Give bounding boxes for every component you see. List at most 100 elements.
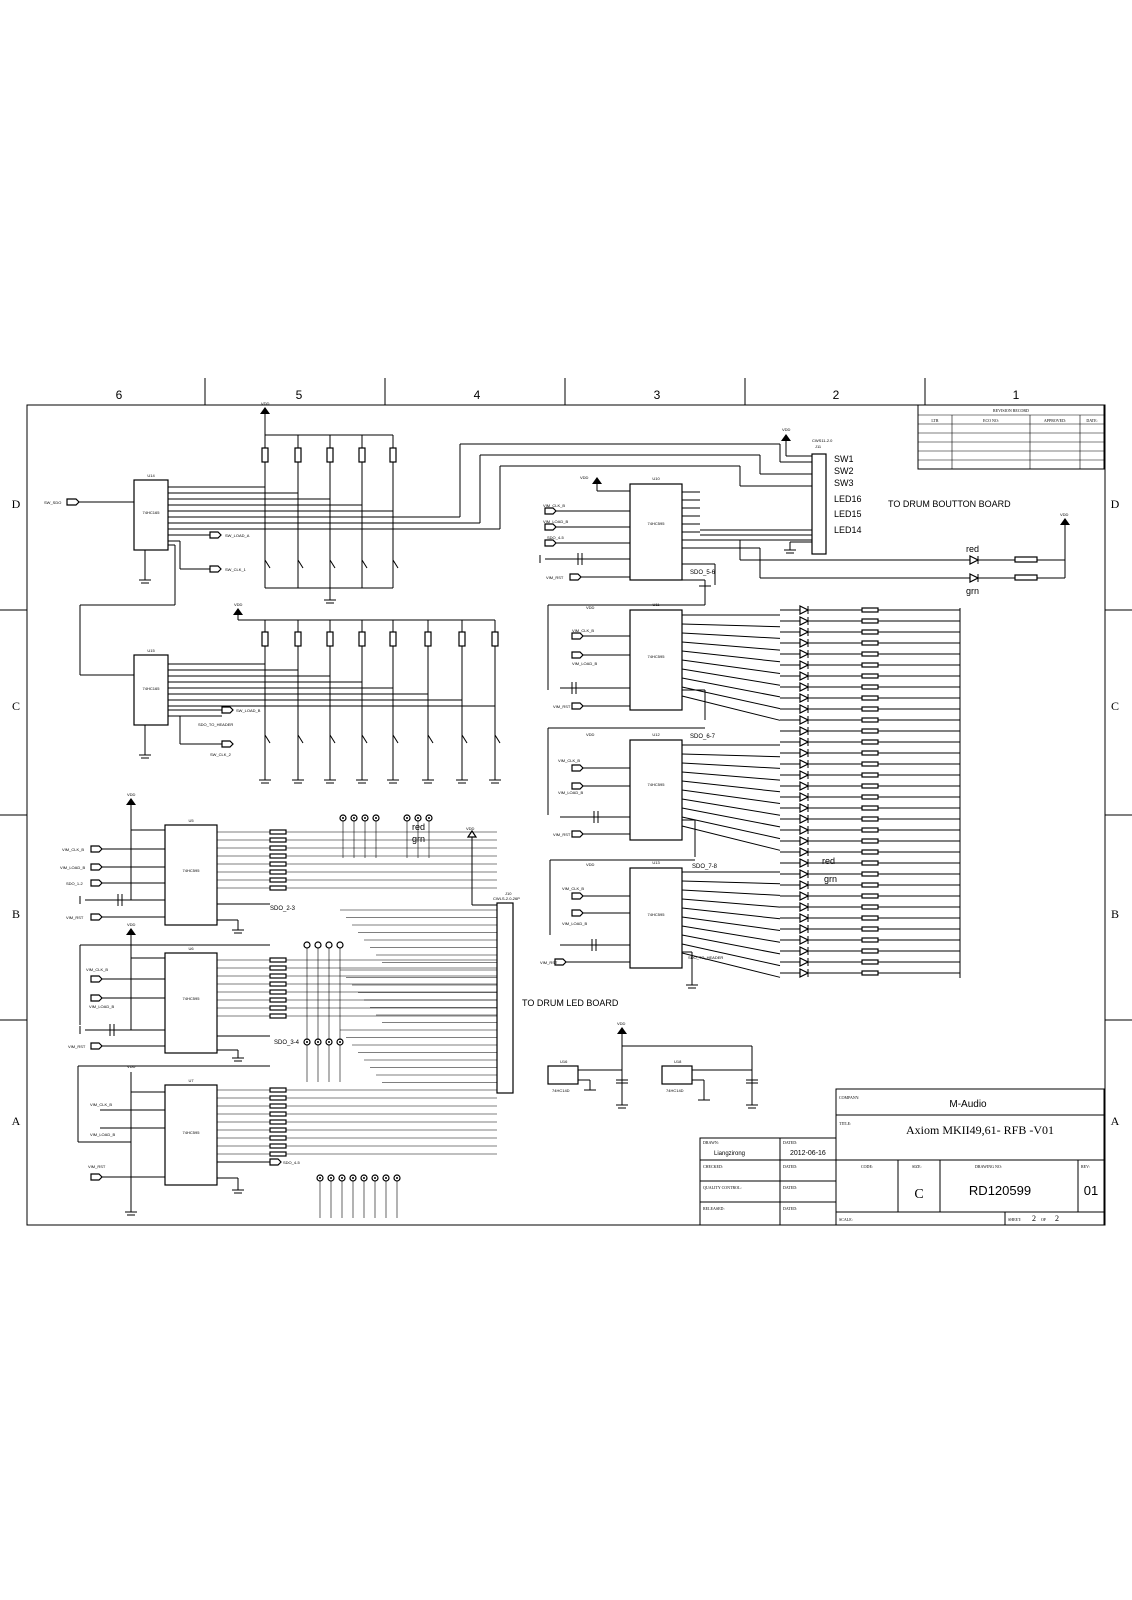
led-row <box>780 968 960 978</box>
test-point <box>338 1174 346 1218</box>
svg-text:74HC595: 74HC595 <box>648 654 666 659</box>
u5-chip <box>164 824 218 926</box>
resistor-row <box>217 973 497 979</box>
led-row <box>780 836 960 846</box>
svg-text:VIM_CLK_B: VIM_CLK_B <box>90 1102 112 1107</box>
u16-block: U16 74HC14D VDD <box>547 1021 752 1109</box>
released-label: RELEASED: <box>703 1206 725 1211</box>
test-point <box>371 1174 379 1218</box>
scale-label: SCALE: <box>839 1217 853 1222</box>
led-row <box>780 869 960 879</box>
resistor-row <box>217 989 497 995</box>
j10-wiring <box>340 909 497 1083</box>
svg-text:SW_CLK_2: SW_CLK_2 <box>210 752 232 757</box>
company-name: M-Audio <box>949 1099 987 1110</box>
svg-text:SW_CLK_1: SW_CLK_1 <box>225 567 247 572</box>
led-color-red-d: red <box>966 544 979 554</box>
led-row <box>780 891 960 901</box>
u15-chip <box>133 654 169 726</box>
note-drum-button-board: TO DRUM BOUTTON BOARD <box>888 499 1011 509</box>
rev-header-approved: APPROVED: <box>1044 418 1066 423</box>
drawing-title: Axiom MKII49,61- RFB -V01 <box>906 1123 1054 1137</box>
u7-block: VDD U7 74HC595 VIM_CLK_B VIM_LOAD_B VIM_… <box>77 1064 300 1216</box>
svg-text:U18: U18 <box>674 1059 682 1064</box>
svg-text:74HC595: 74HC595 <box>183 996 201 1001</box>
zone-row-b-right: B <box>1111 907 1119 921</box>
resistor-row <box>217 861 497 867</box>
u11-chip <box>629 609 683 711</box>
qc-label: QUALITY CONTROL: <box>703 1185 742 1190</box>
test-point <box>382 1174 390 1218</box>
led-color-grn-b: grn <box>824 874 837 884</box>
test-point <box>327 1174 335 1218</box>
u12-chip <box>629 739 683 841</box>
svg-text:VIM_LOAD_B: VIM_LOAD_B <box>89 1004 114 1009</box>
svg-text:VDD: VDD <box>586 732 595 737</box>
svg-text:VDD: VDD <box>466 826 475 831</box>
led-row <box>780 924 960 934</box>
led-pair-d: VDD red grn <box>960 512 1070 596</box>
revision-record: REVISION RECORD LTR ECO NO: APPROVED: DA… <box>917 404 1105 470</box>
revision: 01 <box>1084 1183 1098 1198</box>
size-label: SIZE: <box>912 1164 922 1169</box>
mid-pullup-switch-array: VDD <box>233 602 501 784</box>
led-row <box>780 660 960 670</box>
svg-text:U13: U13 <box>652 860 660 865</box>
u13-block: VDD U13 74HC595 VIM_CLK_B VIM_LOAD_B VIM… <box>540 859 723 989</box>
svg-text:VIM_LOAD_B: VIM_LOAD_B <box>562 921 587 926</box>
led-row <box>780 957 960 967</box>
svg-text:74HC595: 74HC595 <box>648 782 666 787</box>
led-color-grn-d: grn <box>966 586 979 596</box>
svg-text:VIM_RST: VIM_RST <box>546 575 564 580</box>
led-row <box>780 638 960 648</box>
svg-text:VIM_RST: VIM_RST <box>66 915 84 920</box>
svg-text:U7: U7 <box>188 1078 194 1083</box>
led-row <box>780 781 960 791</box>
drawn-by: Liangzirong <box>714 1151 745 1157</box>
u18-block: U18 74HC14D <box>661 1046 758 1109</box>
zone-col-5: 5 <box>296 388 303 402</box>
released-date-label: DATED: <box>783 1206 797 1211</box>
connector-j10: CWLS-2.0-26P J10 VDD <box>466 826 520 1094</box>
led-array <box>681 605 960 978</box>
test-point <box>316 1174 324 1218</box>
test-point <box>336 1038 344 1082</box>
test-point <box>360 1174 368 1218</box>
test-point <box>393 1174 401 1218</box>
svg-text:SW_LOAD_B: SW_LOAD_B <box>236 708 261 713</box>
svg-text:VIM_LOAD_B: VIM_LOAD_B <box>90 1132 115 1137</box>
svg-text:SDO_6-7: SDO_6-7 <box>690 734 716 740</box>
led-row <box>780 935 960 945</box>
sheet-total: 2 <box>1055 1214 1059 1223</box>
led-row <box>780 880 960 890</box>
led-row <box>780 704 960 714</box>
u13-chip <box>629 867 683 969</box>
svg-text:VDD: VDD <box>782 427 791 432</box>
u6-block: VDD U6 74HC595 VIM_CLK_B VIM_LOAD_B VIM_… <box>68 922 300 1062</box>
rev-header-date: DATE: <box>1086 418 1097 423</box>
drawn-date-label: DATED: <box>783 1140 797 1145</box>
svg-text:VIM_RST: VIM_RST <box>68 1044 86 1049</box>
svg-text:U15: U15 <box>147 648 155 653</box>
svg-text:VIM_CLK_B: VIM_CLK_B <box>86 967 108 972</box>
test-point-rows <box>303 814 433 1218</box>
resistor-row <box>217 957 497 963</box>
test-point <box>325 941 333 1040</box>
led-row <box>780 759 960 769</box>
svg-text:VIM_LOAD_B: VIM_LOAD_B <box>558 790 583 795</box>
zone-row-b-left: B <box>12 907 20 921</box>
title-block: COMPANY: M-Audio TITLE: Axiom MKII49,61-… <box>699 1088 1105 1226</box>
sheet-size: C <box>914 1187 923 1202</box>
zone-col-1: 1 <box>1013 388 1020 402</box>
led-row <box>780 858 960 868</box>
resistor-row <box>217 965 497 971</box>
led-row <box>780 693 960 703</box>
top-pullup-switch-array: VDD <box>260 401 812 604</box>
led-row <box>780 649 960 659</box>
svg-text:VIM_RST: VIM_RST <box>553 832 571 837</box>
svg-text:U5: U5 <box>188 818 194 823</box>
sheet-number: 2 <box>1032 1214 1036 1223</box>
zone-row-c-right: C <box>1111 699 1119 713</box>
svg-text:VIM_CLK_B: VIM_CLK_B <box>572 628 594 633</box>
drawing-number: RD120599 <box>969 1183 1031 1198</box>
